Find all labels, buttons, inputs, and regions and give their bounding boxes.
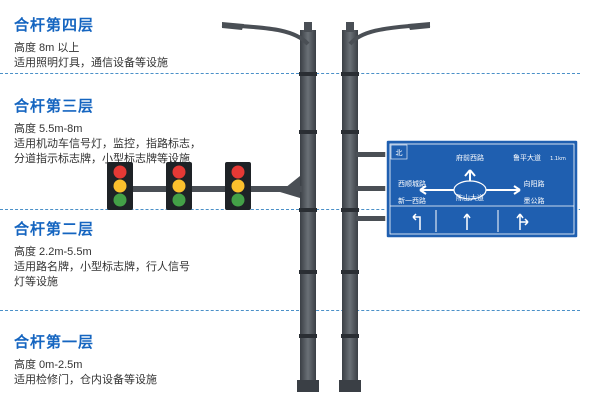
lane-left-turn-icon [412,213,421,230]
traffic-light-1 [107,162,133,210]
right-pole [339,22,431,392]
red-light [113,165,127,179]
tier-2-usage-2: 灯等设施 [14,276,58,288]
sign-north-marker: 北 [396,149,403,157]
divider-2-1 [0,310,580,311]
tier-4-height: 高度 8m 以上 [14,42,80,54]
tier-3-title: 合杆第三层 [14,98,95,115]
yellow-light [113,179,127,193]
tier-3-height: 高度 5.5m-8m [14,123,83,135]
tier-3-usage-1: 适用机动车信号灯，监控，指路标志， [14,138,201,150]
red-light [172,165,186,179]
sign-top-right-distance: 1.1km [550,156,566,162]
sign-center-road: 陈山大道 [456,193,484,202]
green-light [172,193,186,207]
tier-2-height: 高度 2.2m-5.5m [14,246,92,258]
traffic-light-2 [166,162,192,210]
arrow-right-icon [513,185,521,195]
sign-left-road-upper: 西顺城路 [398,179,426,188]
red-light [231,165,245,179]
right-lamp-head [408,22,430,30]
arrow-left-icon [419,185,427,195]
tier-4-usage: 适用照明灯具，通信设备等设施 [14,57,168,69]
traffic-light-3 [225,162,251,210]
tier-2: 合杆第二层 高度 2.2m-5.5m 适用路名牌，小型标志牌，行人信号 灯等设施 [14,218,214,290]
sign-right-road-lower: 墨公路 [524,196,545,205]
green-light [113,193,127,207]
tier-2-usage-1: 适用路名牌，小型标志牌，行人信号 [14,261,190,273]
sign-top-left-road: 府前西路 [456,153,484,162]
yellow-light [231,179,245,193]
tier-3-usage-2: 分道指示标志牌，小型标志牌等设施 [14,153,190,165]
tier-3: 合杆第三层 高度 5.5m-8m 适用机动车信号灯，监控，指路标志， 分道指示标… [14,95,214,167]
sign-right-road-upper: 向阳路 [524,179,545,188]
sign-top-right-road: 鲁平大道 [513,153,541,162]
tier-1-height: 高度 0m-2.5m [14,359,83,371]
tier-4: 合杆第四层 高度 8m 以上 适用照明灯具，通信设备等设施 [14,14,214,71]
green-light [231,193,245,207]
tier-2-title: 合杆第二层 [14,221,95,238]
guide-sign: 北 府前西路 鲁平大道 1.1km 陈山大道 西顺城路 新一西路 向阳路 墨公路 [385,139,579,239]
tier-4-title: 合杆第四层 [14,17,95,34]
left-lamp-head [222,22,244,30]
lane-straight-right-icon [516,213,529,230]
signal-arm [120,186,302,192]
tier-1: 合杆第一层 高度 0m-2.5m 适用检修门，仓内设备等设施 [14,331,214,388]
left-pole [221,22,319,392]
divider-3-2 [0,209,580,210]
divider-4-3 [0,73,580,74]
sign-left-road-lower: 新一西路 [398,196,426,205]
tier-1-title: 合杆第一层 [14,334,95,351]
lane-straight-icon [463,213,471,230]
yellow-light [172,179,186,193]
tier-1-usage: 适用检修门，仓内设备等设施 [14,374,157,386]
